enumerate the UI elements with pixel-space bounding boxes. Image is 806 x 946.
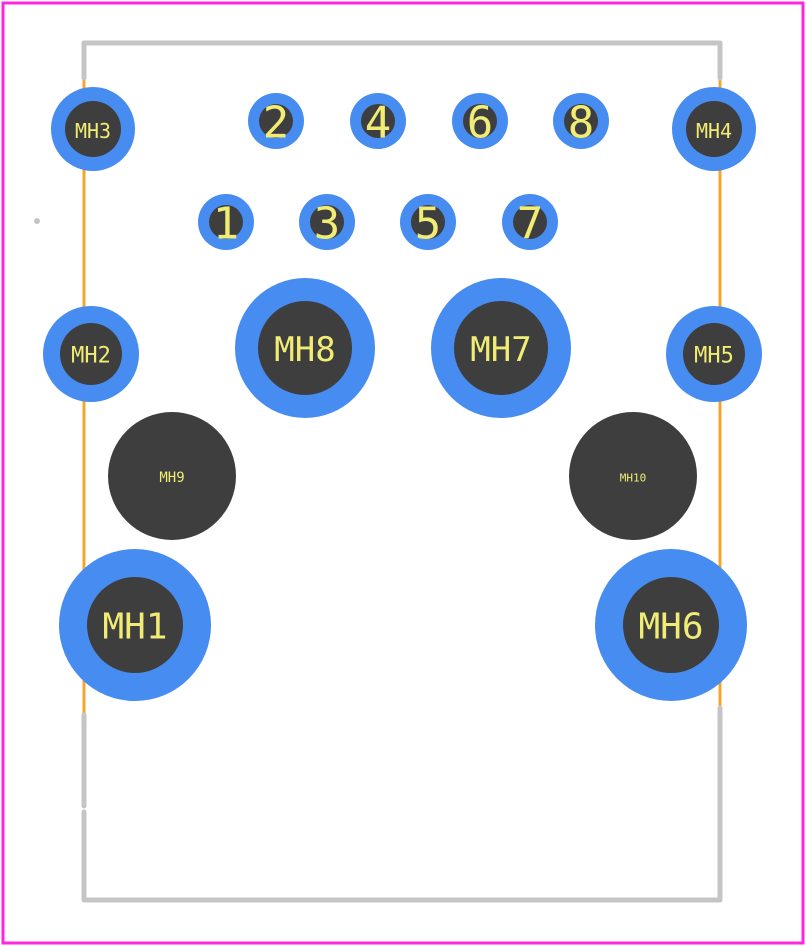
pad-drill-hole (209, 205, 243, 239)
pad-drill-hole (361, 104, 395, 138)
pad-drill-hole (259, 104, 293, 138)
pad-p1: 1 (198, 194, 254, 250)
pad-label: MH9 (159, 470, 184, 486)
pad-drill-hole (463, 104, 497, 138)
pad-p5: 5 (400, 194, 456, 250)
pad-label: MH2 (71, 344, 111, 369)
pad-label: MH7 (470, 330, 531, 370)
pad-mh5: MH5 (666, 306, 762, 402)
pad-p4: 4 (350, 93, 406, 149)
pad-label: 8 (568, 98, 595, 149)
pad-label: 1 (213, 199, 240, 250)
pad-label: MH1 (102, 607, 167, 648)
pad-drill-hole (683, 323, 745, 385)
pad-p3: 3 (299, 194, 355, 250)
pad-drill-hole (623, 577, 719, 673)
pad-mh2: MH2 (43, 306, 139, 402)
pad-drill-hole (564, 104, 598, 138)
pad-drill-hole (65, 101, 121, 157)
pad-drill-hole (569, 412, 697, 540)
pad-drill-hole (258, 301, 352, 395)
pad-mh4: MH4 (672, 87, 756, 171)
pad-p7: 7 (502, 194, 558, 250)
pad-label: 4 (365, 98, 392, 149)
pad-label: 6 (467, 98, 494, 149)
pad-p8: 8 (553, 93, 609, 149)
pad-label: 2 (263, 98, 290, 149)
pad-label: 5 (415, 199, 442, 250)
pad-p2: 2 (248, 93, 304, 149)
pad-mh6: MH6 (595, 549, 747, 701)
pad-drill-hole (513, 205, 547, 239)
pad-drill-hole (108, 412, 236, 540)
pad-drill-hole (686, 101, 742, 157)
pad-mh8: MH8 (235, 278, 375, 418)
pad-drill-hole (87, 577, 183, 673)
pad-label: MH4 (696, 119, 732, 143)
pad-drill-hole (60, 323, 122, 385)
pin1-marker-dot (34, 218, 40, 224)
pad-mh9: MH9 (108, 412, 236, 540)
pad-mh7: MH7 (431, 278, 571, 418)
pad-drill-hole (454, 301, 548, 395)
pad-label: MH8 (274, 330, 335, 370)
pad-mh10: MH10 (569, 412, 697, 540)
pad-label: MH10 (620, 472, 647, 485)
pad-p6: 6 (452, 93, 508, 149)
pad-label: MH3 (75, 119, 111, 143)
pad-label: MH5 (694, 344, 734, 369)
silkscreen-bottom (81, 705, 723, 903)
pad-label: 3 (314, 199, 341, 250)
pad-label: MH6 (638, 607, 703, 648)
silkscreen-top (81, 40, 723, 81)
pad-label: 7 (517, 199, 544, 250)
pad-mh1: MH1 (59, 549, 211, 701)
pad-drill-hole (411, 205, 445, 239)
pad-mh3: MH3 (51, 87, 135, 171)
pad-drill-hole (310, 205, 344, 239)
